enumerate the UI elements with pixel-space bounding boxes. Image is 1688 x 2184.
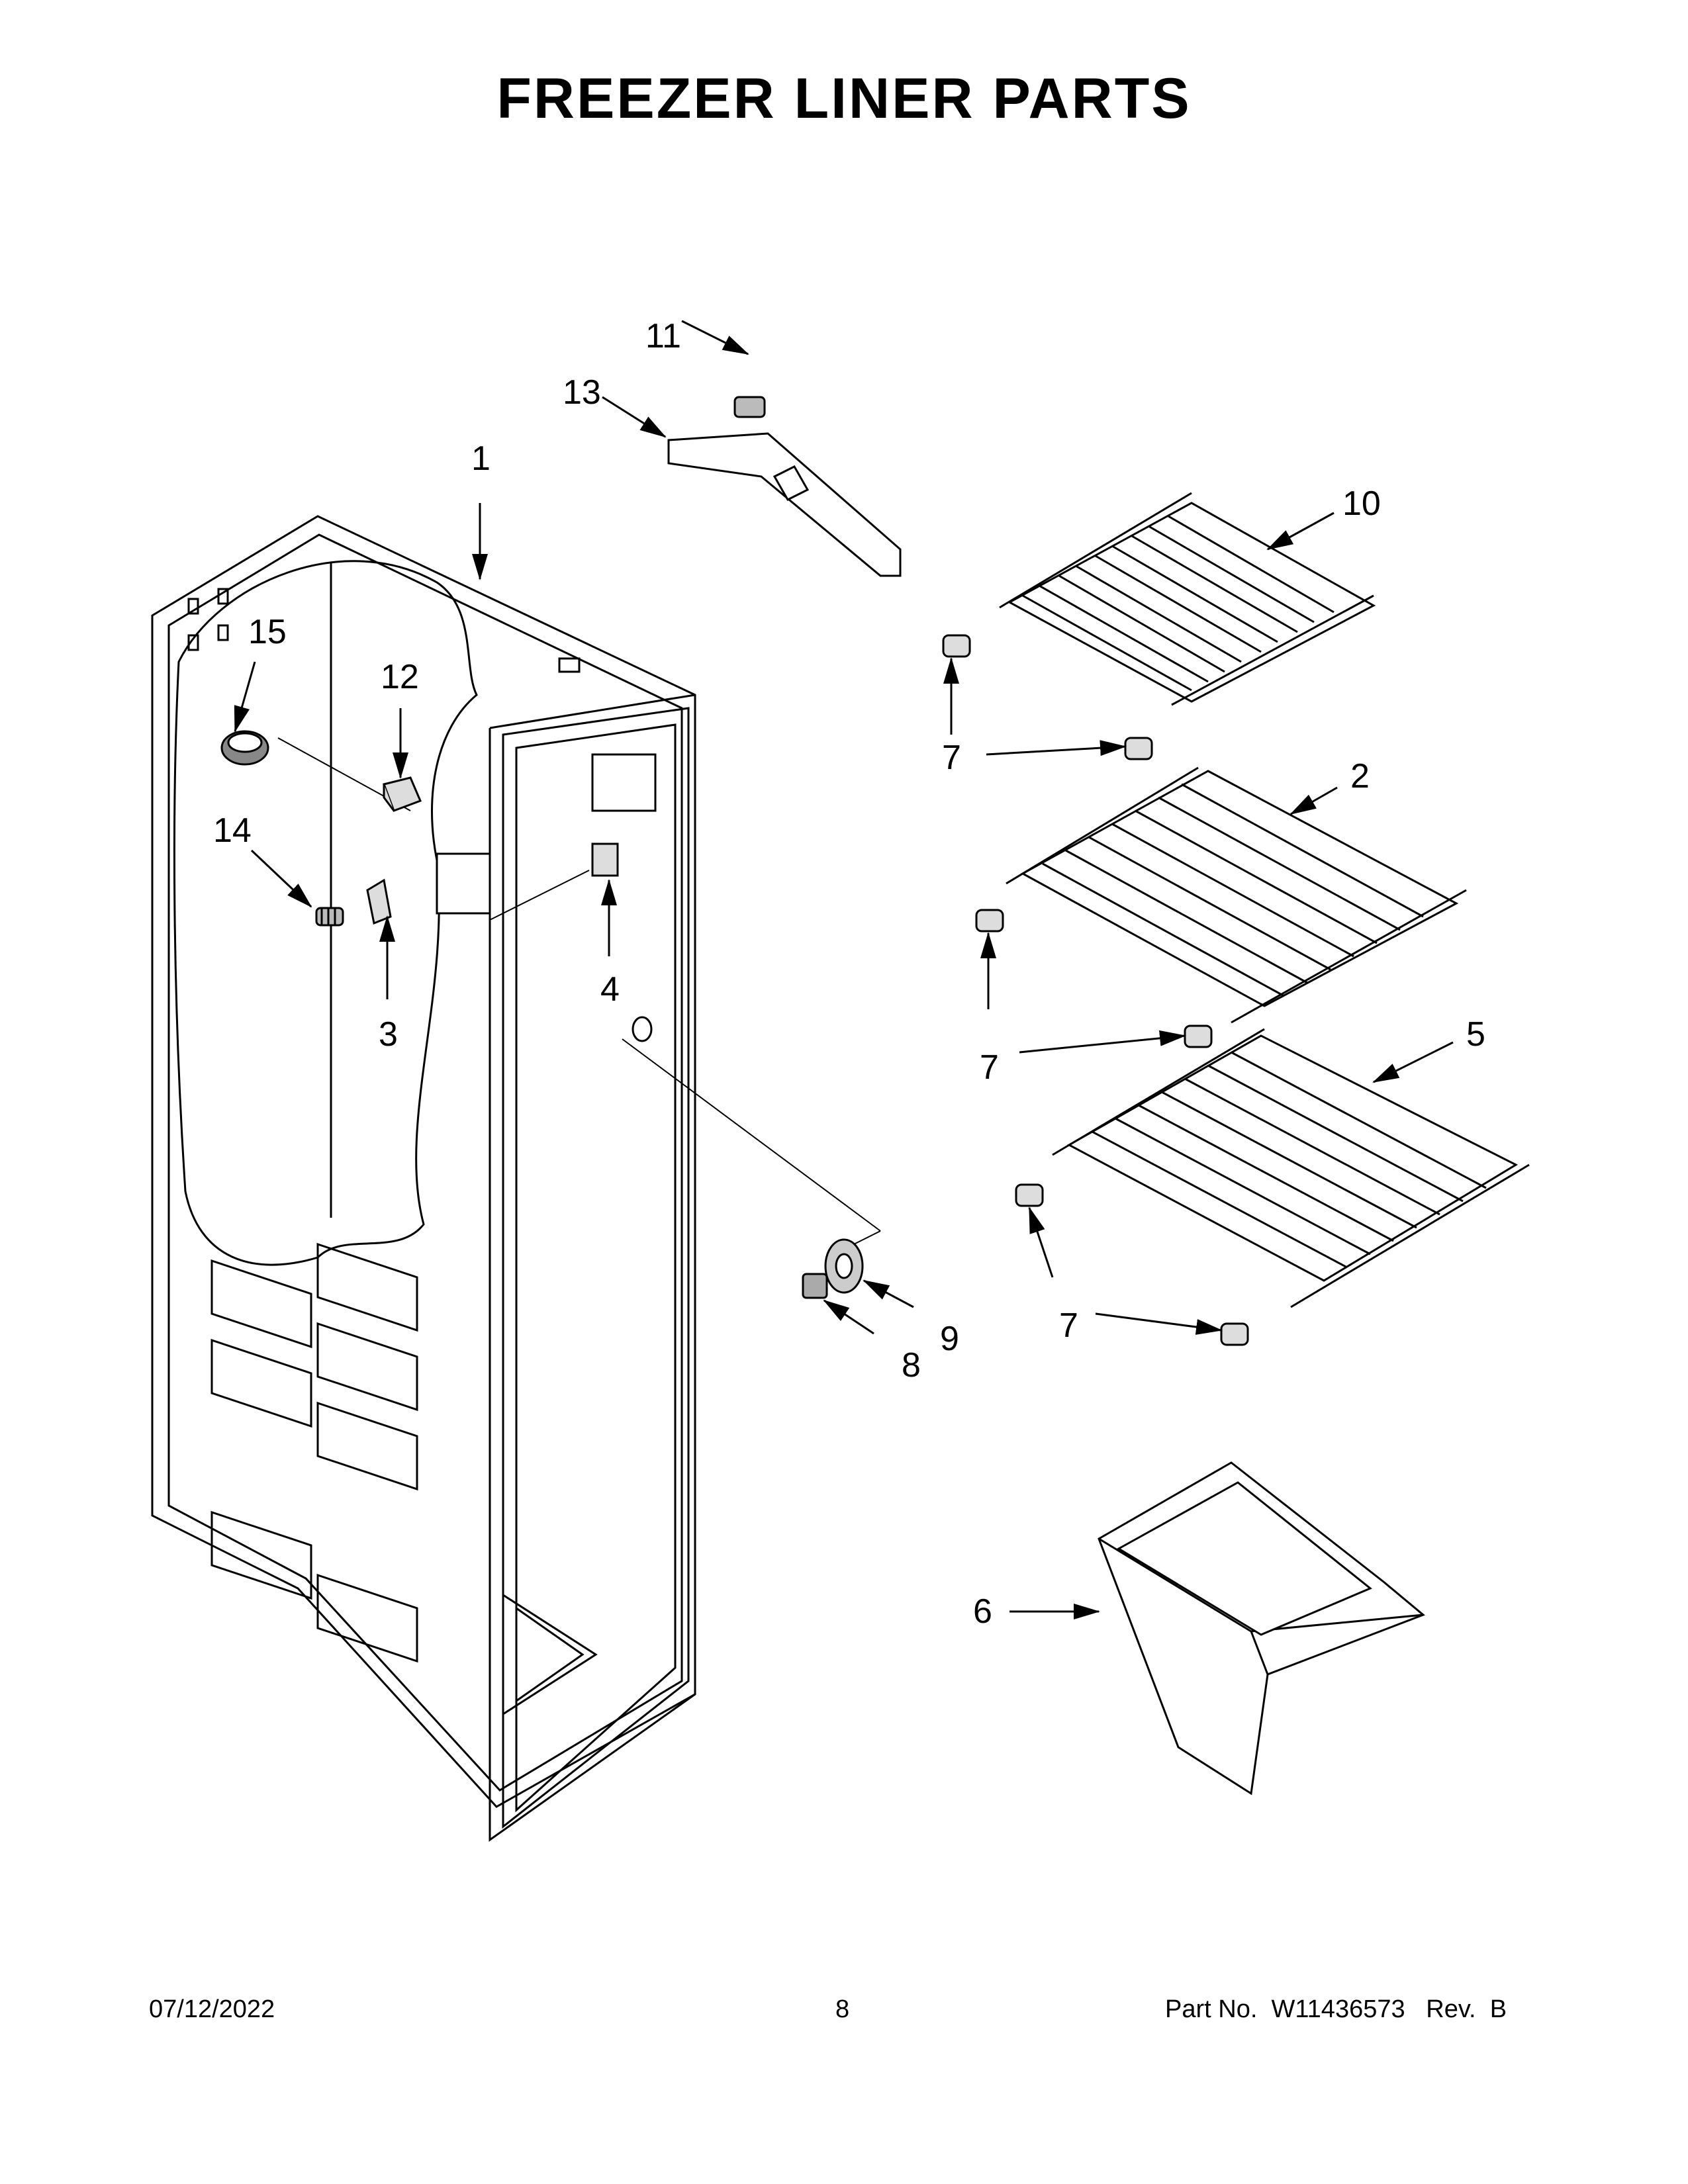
callout-13: 13 — [563, 373, 601, 412]
ice-bin-part-6 — [1098, 1461, 1425, 1796]
callout-11: 11 — [645, 317, 681, 355]
light-socket-part-15 — [220, 730, 269, 766]
footer-page-number: 8 — [835, 1995, 850, 2023]
screw-part-11 — [733, 396, 766, 418]
light-lens-part-9 — [824, 1238, 864, 1294]
shelf-part-10 — [999, 492, 1376, 706]
shelf-support-parts-7 — [942, 634, 1249, 1346]
callout-6: 6 — [973, 1592, 992, 1631]
footer-date: 07/12/2022 — [149, 1995, 275, 2023]
callout-7-middle: 7 — [980, 1048, 999, 1087]
callout-7-bottom: 7 — [1059, 1306, 1078, 1345]
callout-2: 2 — [1350, 757, 1370, 796]
nut-part-8 — [802, 1273, 828, 1299]
callout-15: 15 — [248, 613, 287, 651]
bracket-part-12 — [383, 776, 422, 812]
callout-8: 8 — [902, 1346, 921, 1385]
callout-9: 9 — [940, 1320, 959, 1358]
callout-14: 14 — [213, 811, 252, 850]
callout-5: 5 — [1466, 1015, 1485, 1054]
screw-part-14 — [315, 907, 344, 927]
damper-cover-part-13 — [667, 432, 902, 577]
callout-arrows — [234, 320, 1454, 1619]
switch-part-4 — [591, 842, 619, 877]
shelf-part-5 — [1052, 1028, 1530, 1308]
callout-1: 1 — [471, 439, 491, 478]
callout-7-top-left: 7 — [942, 739, 961, 777]
footer-part-number: Part No. W11436573 Rev. B — [1165, 1995, 1507, 2023]
freezer-liner — [151, 515, 881, 1842]
shelf-part-2 — [1006, 766, 1467, 1024]
page-title: FREEZER LINER PARTS — [496, 67, 1192, 130]
callout-4: 4 — [600, 970, 620, 1009]
callout-12: 12 — [381, 658, 419, 696]
callout-10: 10 — [1342, 484, 1381, 523]
callout-3: 3 — [379, 1015, 398, 1054]
